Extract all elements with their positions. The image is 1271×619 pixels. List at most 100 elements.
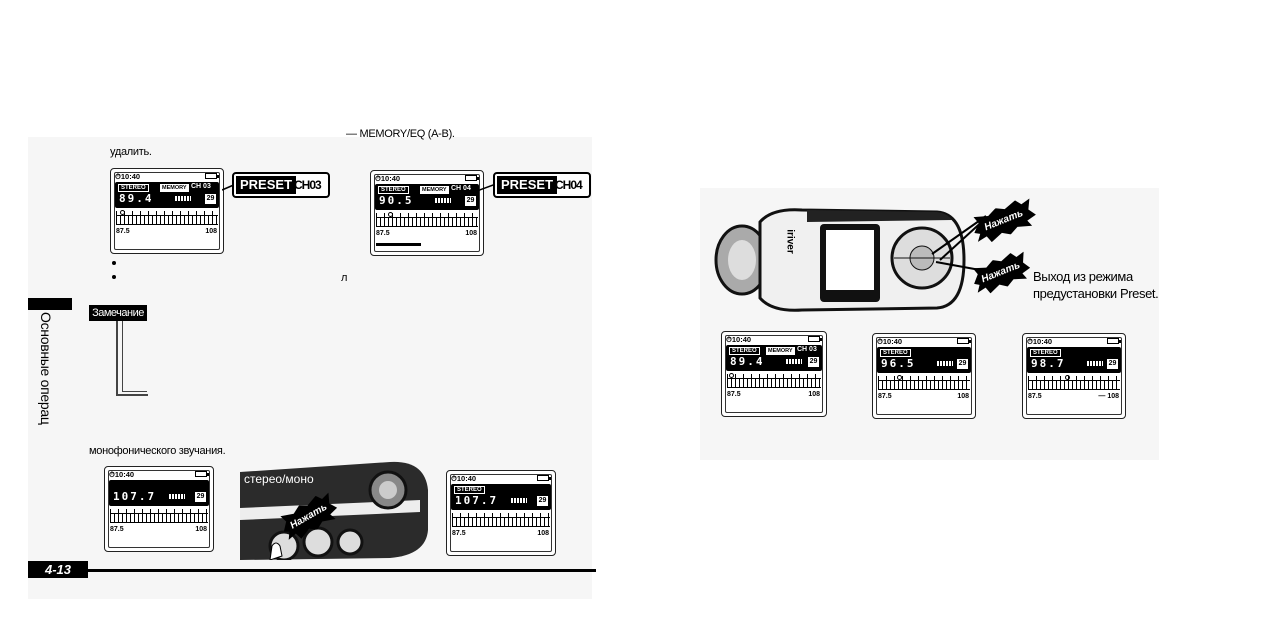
- section-tab-marker: [28, 298, 72, 310]
- preset-indicator-ch03: PRESET CH03: [232, 172, 330, 198]
- player-device-icon: [714, 208, 966, 312]
- delete-text: удалить.: [110, 146, 152, 158]
- battery-icon: [195, 471, 209, 477]
- exit-caption: Выход из режима предустановки Preset.: [1033, 268, 1159, 302]
- preset-tag: PRESET: [497, 176, 558, 194]
- frequency-display: 107.7: [455, 494, 499, 507]
- top-cut-text: — MEMORY/EQ (A-B).: [346, 128, 455, 140]
- battery-icon: [957, 338, 971, 344]
- lcd-screen-tuning: ⏱10:40 STEREO 96.5 29 87.5 108: [872, 333, 976, 419]
- preset-tag: PRESET: [236, 176, 297, 194]
- frequency-display: 90.5: [379, 194, 414, 207]
- frequency-scale: [376, 213, 478, 227]
- frequency-display: 89.4: [730, 355, 765, 368]
- lcd-screen-tuning-2: ⏱10:40 STEREO 98.7 29 87.5 — 108: [1022, 333, 1126, 419]
- range-min: 87.5: [376, 230, 390, 237]
- range-max: 108: [465, 230, 477, 237]
- signal-icon: [1087, 361, 1103, 366]
- battery-icon: [465, 175, 479, 181]
- frequency-display: 107.7: [113, 490, 157, 503]
- stereo-badge: STEREO: [378, 186, 409, 194]
- clock-label: ⏱10:40: [451, 474, 477, 483]
- exit-caption-line1: Выход из режима: [1033, 269, 1133, 284]
- preset-channel: CH03: [294, 178, 322, 192]
- battery-icon: [205, 173, 219, 179]
- signal-icon: [786, 359, 802, 364]
- range-min: 87.5: [452, 530, 466, 537]
- range-min: 87.5: [878, 393, 892, 400]
- volume-value: 29: [464, 195, 477, 207]
- range-max: 108: [195, 526, 207, 533]
- footer-rule: [86, 569, 596, 572]
- stereo-badge: STEREO: [729, 347, 760, 355]
- preset-channel: CH04: [555, 178, 583, 192]
- volume-value: 29: [1106, 358, 1119, 370]
- memory-badge: MEMORY: [420, 186, 449, 194]
- lcd-screen-memory: ⏱10:40 STEREO MEMORY CH 03 89.4 29 87.5 …: [721, 331, 827, 417]
- range-min: 87.5: [727, 391, 741, 398]
- mono-text: монофонического звучания.: [89, 445, 226, 457]
- stereo-badge: STEREO: [1030, 349, 1061, 357]
- clock-label: ⏱10:40: [375, 174, 401, 183]
- stereo-badge: STEREO: [118, 184, 149, 192]
- frequency-scale: [1028, 376, 1120, 390]
- lcd-screen-ch03: ⏱10:40 STEREO MEMORY CH 03 89.4 29 87.5 …: [110, 168, 224, 254]
- stereo-badge: STEREO: [880, 349, 911, 357]
- memory-badge: MEMORY: [160, 184, 189, 192]
- note-bracket: [116, 321, 148, 396]
- range-max: 108: [808, 391, 820, 398]
- clock-label: ⏱10:40: [726, 335, 752, 344]
- signal-icon: [511, 498, 527, 503]
- callout-line: [474, 183, 496, 193]
- preset-indicator-ch04: PRESET CH04: [493, 172, 591, 198]
- frequency-scale: [116, 211, 218, 225]
- note-label: Замечание: [89, 305, 147, 321]
- frequency-scale: [110, 509, 208, 523]
- bullet-dot: [112, 275, 116, 279]
- range-max: 108: [537, 530, 549, 537]
- volume-value: 29: [956, 358, 969, 370]
- bullet-fragment: л: [341, 272, 348, 284]
- range-max: 108: [205, 228, 217, 235]
- signal-icon: [937, 361, 953, 366]
- lcd-screen-stereo: ⏱10:40 STEREO 107.7 29 87.5 108: [446, 470, 556, 556]
- battery-icon: [1107, 338, 1121, 344]
- lcd-screen-ch04: ⏱10:40 STEREO MEMORY CH 04 90.5 29 87.5 …: [370, 170, 484, 256]
- battery-icon: [537, 475, 551, 481]
- clock-label: ⏱10:40: [109, 470, 135, 479]
- section-side-title: Основные операц: [38, 312, 54, 425]
- progress-bar: [376, 243, 421, 246]
- exit-caption-line2: предустановки Preset.: [1033, 286, 1159, 301]
- range-min: 87.5: [1028, 393, 1042, 400]
- signal-icon: [175, 196, 191, 201]
- frequency-display: 89.4: [119, 192, 154, 205]
- bullet-dot: [112, 261, 116, 265]
- stereo-mono-label: стерео/моно: [244, 472, 314, 486]
- clock-label: ⏱10:40: [1027, 337, 1053, 346]
- player-device-photo: iriver: [712, 200, 972, 318]
- channel-label: CH 03: [191, 183, 211, 190]
- frequency-scale: [878, 376, 970, 390]
- volume-value: 29: [536, 495, 549, 507]
- frequency-scale: [727, 374, 821, 388]
- device-brand-logo: iriver: [784, 229, 796, 254]
- range-max: 108: [957, 393, 969, 400]
- frequency-scale: [452, 513, 550, 527]
- range-min: 87.5: [110, 526, 124, 533]
- frequency-display: 96.5: [881, 357, 916, 370]
- channel-label: CH 03: [797, 346, 817, 353]
- channel-label: CH 04: [451, 185, 471, 192]
- volume-value: 29: [807, 356, 820, 368]
- volume-value: 29: [194, 491, 207, 503]
- clock-label: ⏱10:40: [877, 337, 903, 346]
- signal-icon: [435, 198, 451, 203]
- memory-badge: MEMORY: [766, 347, 795, 355]
- stereo-badge: STEREO: [454, 486, 485, 494]
- signal-icon: [169, 494, 185, 499]
- player-device-photo: стерео/моно Нажать: [240, 460, 430, 562]
- lcd-screen-mono: ⏱10:40 107.7 29 87.5 108: [104, 466, 214, 552]
- frequency-display: 98.7: [1031, 357, 1066, 370]
- clock-label: ⏱10:40: [115, 172, 141, 181]
- range-max: — 108: [1098, 393, 1119, 400]
- range-min: 87.5: [116, 228, 130, 235]
